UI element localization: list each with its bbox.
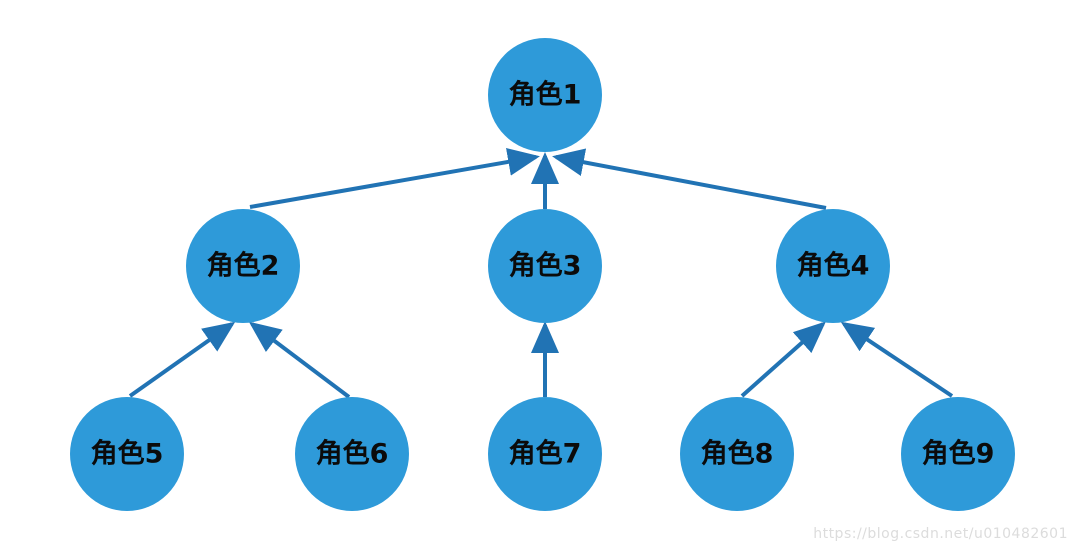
edge-n5-n2 [128,321,236,398]
node-label: 角色4 [797,250,870,282]
node-label: 角色8 [701,438,774,470]
node-circle [901,397,1015,511]
watermark-url: https://blog.csdn.net/u010482601 [813,526,1068,542]
edge-n4-n1 [552,148,827,210]
edge-n2-n1 [249,148,540,209]
edge-n9-n4 [840,321,954,398]
node-circle [70,397,184,511]
node-circle [776,209,890,323]
node-label: 角色2 [207,250,280,282]
node-circle [488,38,602,152]
edge-group [128,148,954,399]
node-circle [295,397,409,511]
node-group: 角色1 角色2 角色3 角色4 角色5 角色6 [70,38,1015,511]
node-role-3: 角色3 [488,209,602,323]
node-role-8: 角色8 [680,397,794,511]
edge-n8-n4 [740,321,826,398]
node-label: 角色7 [509,438,582,470]
node-label: 角色3 [509,250,582,282]
node-circle [186,209,300,323]
node-role-9: 角色9 [901,397,1015,511]
node-label: 角色6 [316,438,389,470]
node-role-6: 角色6 [295,397,409,511]
edge-n6-n2 [248,321,351,399]
node-role-2: 角色2 [186,209,300,323]
node-role-7: 角色7 [488,397,602,511]
node-role-1: 角色1 [488,38,602,152]
node-label: 角色1 [509,79,582,111]
node-label: 角色9 [922,438,995,470]
node-role-4: 角色4 [776,209,890,323]
node-circle [680,397,794,511]
node-role-5: 角色5 [70,397,184,511]
node-circle [488,397,602,511]
node-circle [488,209,602,323]
node-label: 角色5 [91,438,164,470]
